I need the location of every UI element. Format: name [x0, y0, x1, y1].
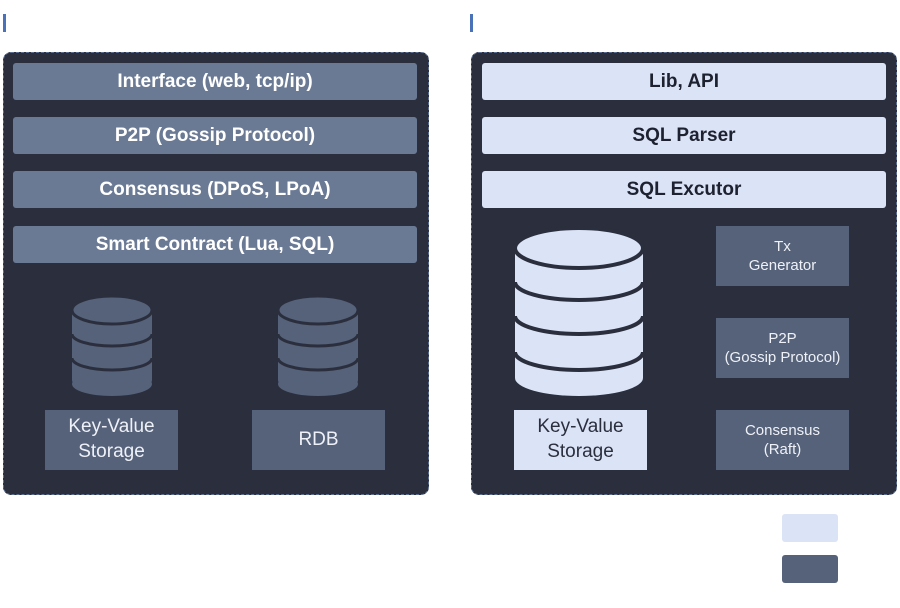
database-icon [276, 294, 360, 396]
key-value-storage-label: Key-Value Storage [537, 416, 624, 462]
layer-lib-api: Lib, API [482, 63, 886, 100]
layer-consensus: Consensus (DPoS, LPoA) [13, 171, 417, 208]
consensus-module-box: Consensus (Raft) [716, 410, 849, 470]
layer-sql-executor: SQL Excutor [482, 171, 886, 208]
key-value-storage-box: Key-Value Storage [45, 410, 178, 470]
rdb-label: RDB [298, 428, 339, 450]
p2p-module-label: P2P (Gossip Protocol) [724, 329, 841, 367]
layer-p2p: P2P (Gossip Protocol) [13, 117, 417, 154]
layer-interface: Interface (web, tcp/ip) [13, 63, 417, 100]
database-icon [70, 294, 154, 396]
consensus-module-label: Consensus (Raft) [744, 421, 821, 459]
tx-generator-box: Tx Generator [716, 226, 849, 286]
key-value-storage-label: Key-Value Storage [68, 416, 155, 462]
rdb-box: RDB [252, 410, 385, 470]
left-section-marker [3, 14, 6, 32]
tx-generator-label: Tx Generator [748, 237, 817, 275]
p2p-module-box: P2P (Gossip Protocol) [716, 318, 849, 378]
legend-swatch-light [782, 514, 838, 542]
layer-smart-contract: Smart Contract (Lua, SQL) [13, 226, 417, 263]
right-section-marker [470, 14, 473, 32]
key-value-storage-box: Key-Value Storage [514, 410, 647, 470]
database-icon [513, 226, 645, 396]
layer-sql-parser: SQL Parser [482, 117, 886, 154]
legend-swatch-dark [782, 555, 838, 583]
